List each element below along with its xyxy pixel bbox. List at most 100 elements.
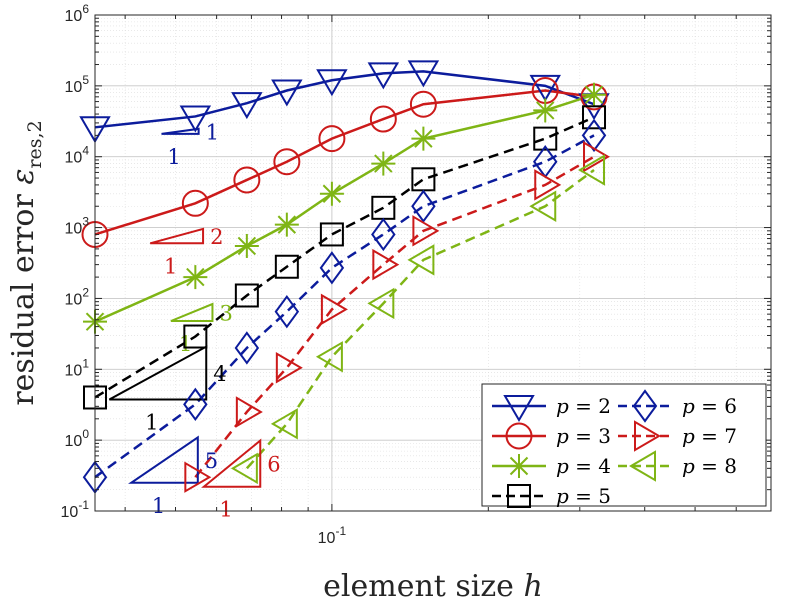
data-point-marker: [274, 212, 299, 237]
legend-marker: [634, 420, 661, 452]
data-point-marker: [319, 222, 344, 247]
asterisk-stroke: [584, 85, 604, 104]
series-line-2: [94, 70, 595, 129]
slope-triangle: [170, 302, 214, 323]
y-tick-label-exponent: 3: [82, 215, 89, 229]
asterisk-stroke: [536, 101, 555, 120]
series-line-4: [94, 93, 595, 323]
asterisk-stroke: [322, 184, 342, 203]
y-tick-label-base: 10: [65, 150, 83, 167]
data-point-marker: [407, 244, 435, 276]
data-point-marker: [583, 140, 610, 173]
y-tick-label: 102: [65, 285, 90, 308]
y-tick-label-exponent: 1: [82, 356, 89, 370]
data-point-marker: [316, 69, 348, 97]
data-point-marker: [183, 265, 208, 290]
slope-triangle-rise-label: 2: [210, 225, 223, 249]
legend-label-variable: p: [556, 394, 569, 418]
legend-label-variable: p: [556, 484, 569, 508]
data-point-marker: [270, 408, 298, 440]
data-point-marker: [578, 154, 606, 186]
y-tick-label-exponent: -1: [78, 498, 89, 512]
data-point-marker: [582, 105, 607, 130]
data-point-marker: [234, 331, 260, 365]
y-tick-label: 104: [65, 144, 90, 167]
legend-label-variable: p: [682, 454, 695, 478]
data-point-marker: [183, 324, 208, 349]
series-lines: [94, 70, 595, 479]
y-tick-label: 106: [65, 2, 90, 25]
data-point-marker: [274, 254, 299, 279]
y-tick-label: 100: [65, 427, 90, 450]
data-point-marker: [275, 352, 303, 384]
legend-label-value: = 6: [695, 394, 737, 418]
y-axis-label-subscript: res,2: [24, 120, 46, 168]
y-tick-label-base: 10: [61, 504, 79, 521]
data-point-marker: [581, 118, 607, 153]
series-markers: [79, 60, 610, 494]
data-point-marker: [529, 190, 557, 222]
data-point-marker: [411, 189, 436, 223]
asterisk-stroke: [237, 236, 257, 256]
axis-ticks: [95, 14, 771, 512]
data-point-marker: [231, 92, 263, 120]
legend-label: p = 4: [556, 454, 611, 478]
y-tick-label-exponent: 0: [82, 427, 89, 441]
y-axis-label: residual error εres,2: [6, 120, 46, 405]
data-point-marker: [371, 217, 396, 252]
data-point-marker: [179, 105, 212, 133]
data-point-marker: [315, 341, 343, 373]
data-point-marker: [234, 283, 259, 308]
y-tick-label-base: 10: [65, 291, 83, 308]
slope-triangle-run-label: 1: [167, 145, 180, 169]
data-point-marker: [371, 151, 396, 176]
legend-marker: [632, 389, 658, 423]
slope-triangle-run-label: 1: [164, 254, 177, 278]
data-point-marker: [230, 452, 258, 485]
slope-triangle-run-label: 1: [219, 498, 232, 522]
data-point-marker: [582, 82, 607, 107]
legend: p = 2p = 3p = 4p = 5p = 6p = 7p = 8: [481, 383, 767, 508]
data-point-marker: [274, 294, 300, 329]
data-point-marker: [367, 287, 395, 320]
x-tick-label-base: 10: [318, 530, 336, 547]
y-tick-label-exponent: 6: [82, 2, 89, 16]
legend-label-value: = 4: [569, 454, 611, 478]
data-point-marker: [183, 387, 208, 422]
axis-labels: element size h residual error εres,2: [6, 120, 543, 604]
data-point-marker: [319, 181, 344, 206]
legend-marker: [507, 454, 531, 478]
data-point-marker: [529, 74, 561, 102]
y-tick-label-base: 10: [65, 433, 83, 450]
slope-triangle: [128, 435, 199, 484]
series-line-3: [94, 89, 595, 236]
y-tick-label-base: 10: [65, 8, 83, 25]
series-line-8: [245, 168, 595, 470]
data-point-marker: [319, 251, 345, 285]
data-point-marker: [271, 79, 303, 107]
y-tick-label: 105: [65, 73, 90, 96]
slope-triangle: [108, 344, 208, 401]
data-point-marker: [273, 148, 301, 176]
data-point-marker: [181, 189, 209, 217]
slope-triangle-rise-label: 5: [205, 449, 218, 473]
x-axis-label: element size h: [323, 569, 543, 604]
y-tick-label: 101: [65, 356, 90, 379]
series-line-5: [94, 116, 595, 399]
y-axis-label-text: residual error: [6, 185, 41, 406]
data-point-marker: [320, 293, 348, 326]
slope-triangle-rise-label: 3: [219, 302, 232, 326]
slope-triangle: [161, 127, 200, 135]
legend-label-variable: p: [682, 394, 695, 418]
data-point-marker: [234, 233, 259, 258]
legend-label: p = 7: [682, 424, 737, 448]
y-tick-label-exponent: 5: [82, 73, 89, 87]
data-point-marker: [533, 98, 558, 123]
data-point-marker: [235, 396, 263, 428]
y-tick-label-base: 10: [65, 362, 83, 379]
slope-triangle-rise-label: 1: [206, 120, 219, 144]
y-tick-label-base: 10: [65, 221, 83, 238]
legend-label-variable: p: [556, 424, 569, 448]
asterisk-stroke: [277, 215, 297, 234]
